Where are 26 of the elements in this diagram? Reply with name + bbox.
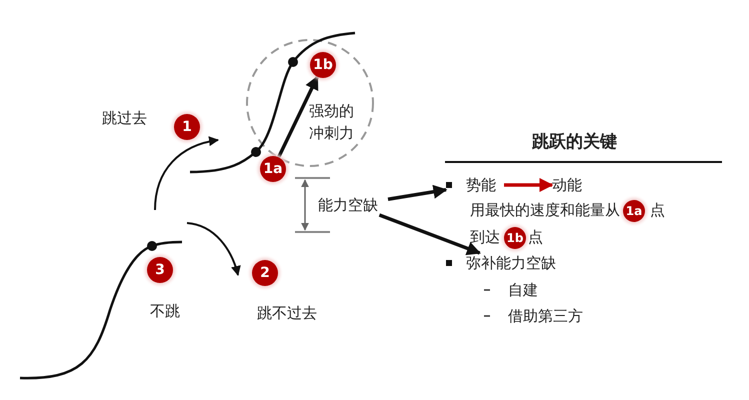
arrow bbox=[378, 213, 481, 256]
number-badge: 1 bbox=[174, 114, 200, 140]
bullet-text: 弥补能力空缺 bbox=[466, 253, 556, 273]
text-label: 跳过去 bbox=[102, 108, 147, 128]
arrow bbox=[277, 75, 319, 158]
text-label: 用最快的速度和能量从 bbox=[470, 200, 620, 220]
number-badge: 3 bbox=[147, 257, 173, 283]
text-label: 能力空缺 bbox=[318, 195, 388, 215]
number-badge: 1a bbox=[623, 200, 645, 222]
text-label: 不跳 bbox=[150, 301, 180, 321]
text-label: 点 bbox=[528, 227, 543, 247]
arrow bbox=[504, 178, 554, 192]
number-badge: 2 bbox=[252, 260, 278, 286]
arrow bbox=[388, 184, 448, 201]
text-label: 点 bbox=[650, 200, 665, 220]
text-label: 跳不过去 bbox=[257, 303, 317, 323]
text-label: 到达 bbox=[470, 227, 500, 247]
text-label: 借助第三方 bbox=[508, 306, 583, 326]
text-label: 自建 bbox=[508, 280, 538, 300]
number-badge: 1b bbox=[504, 227, 526, 249]
heading: 跳跃的关键 bbox=[532, 132, 617, 152]
bullet-text: 势能 bbox=[466, 175, 496, 195]
text-label: 动能 bbox=[552, 175, 588, 195]
text-label: 强劲的冲刺力 bbox=[309, 101, 354, 144]
number-badge: 1b bbox=[310, 52, 336, 78]
number-badge: 1a bbox=[260, 156, 286, 182]
